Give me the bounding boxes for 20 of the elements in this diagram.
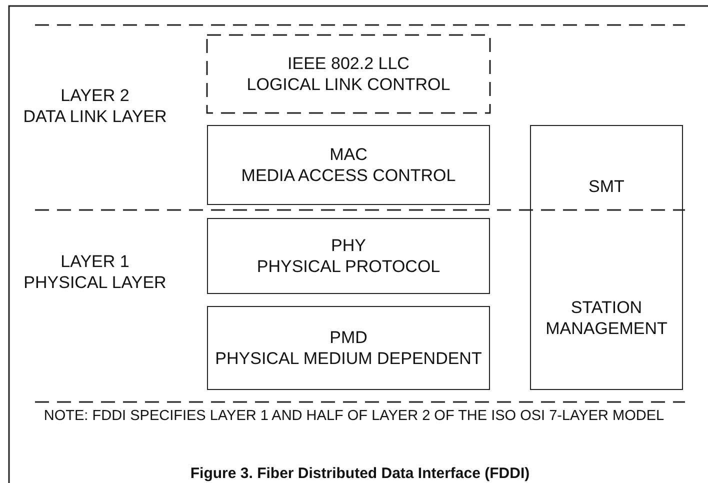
box-label: MAC [328,144,368,165]
layer-box [207,218,490,294]
box-label: LOGICAL LINK CONTROL [246,74,452,95]
layer-box [207,306,490,390]
box-label: PHY [330,235,367,256]
layer-label: PHYSICAL LAYER [22,273,168,293]
box-label: PHYSICAL MEDIUM DEPENDENT [214,348,483,369]
box-label: PHYSICAL PROTOCOL [256,256,442,277]
figure-caption: Figure 3. Fiber Distributed Data Interface (FDDI) [189,465,531,482]
layer-box [207,125,490,205]
box-label: IEEE 802.2 LLC [286,53,410,74]
note-text: NOTE: FDDI SPECIFIES LAYER 1 AND HALF OF LAYER 2 OF THE ISO OSI 7-LAYER MODEL [42,408,666,424]
layer-label: LAYER 2 [60,86,130,106]
layer-label: LAYER 1 [60,252,130,272]
layer-box [530,125,683,390]
box-label: PMD [328,327,368,348]
layer-label: DATA LINK LAYER [22,107,168,127]
box-label: MEDIA ACCESS CONTROL [240,165,457,186]
box-label: STATION MANAGEMENT [544,297,668,339]
box-label: SMT [588,176,626,197]
